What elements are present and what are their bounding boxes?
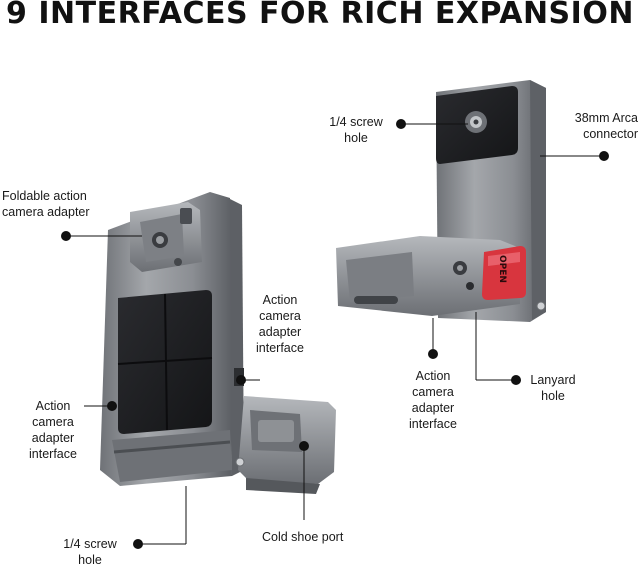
open-tab-text: OPEN (497, 255, 507, 283)
left-cage-device (100, 192, 336, 494)
lanyard-hole-label: Lanyard hole (530, 373, 576, 403)
screw-hole-bottom-label: 1/4 screw hole (63, 537, 117, 567)
callouts (61, 119, 609, 549)
cold-shoe-port-label: Cold shoe port (262, 530, 344, 544)
action-adapter-left-label: Action camera adapter interface (29, 399, 77, 461)
foldable-adapter-label: Foldable action camera adapter (2, 189, 90, 219)
action-adapter-mid-label: Action camera adapter interface (256, 293, 304, 355)
screw-hole-top-label: 1/4 screw hole (329, 115, 383, 145)
page-title: 9 INTERFACES FOR RICH EXPANSION (6, 0, 634, 31)
arca-connector-label: 38mm Arca connector (574, 111, 638, 141)
action-adapter-right-label: Action camera adapter interface (409, 369, 457, 431)
right-cage-device: OPEN (336, 80, 546, 322)
